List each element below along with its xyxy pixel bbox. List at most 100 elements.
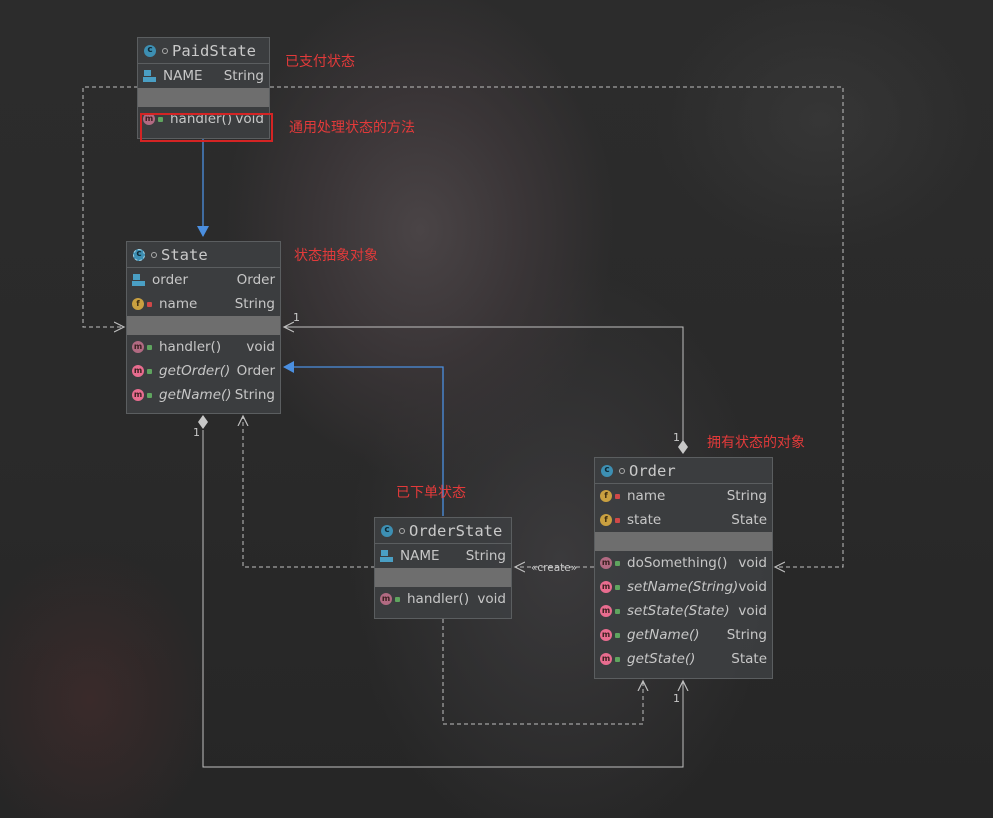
state-has-order — [202, 430, 683, 768]
class-name: Order — [629, 461, 676, 480]
method-name: handler() — [159, 339, 222, 355]
method-type: Order — [236, 363, 275, 379]
annotation-handler-method: 通用处理状态的方法 — [289, 120, 415, 136]
order-has-state — [284, 327, 684, 447]
field-row[interactable]: f name String — [127, 292, 280, 316]
class-name: PaidState — [172, 41, 256, 60]
public-lock-icon — [147, 368, 152, 374]
method-icon: m — [600, 629, 612, 641]
field-row[interactable]: NAME String — [138, 64, 269, 88]
field-name: NAME — [163, 68, 203, 84]
method-name: handler() — [170, 111, 233, 127]
method-row[interactable]: m handler() void — [127, 335, 280, 359]
paidstate-depends-state — [82, 86, 138, 327]
method-icon: m — [132, 365, 144, 377]
multiplicity-label: 1 — [673, 692, 680, 705]
multiplicity-label: 1 — [293, 311, 300, 324]
field-name: state — [627, 512, 662, 528]
class-icon: c — [601, 464, 613, 477]
method-row[interactable]: m getState() State — [595, 647, 772, 671]
private-lock-icon — [615, 493, 620, 499]
method-icon: m — [600, 581, 612, 593]
field-row[interactable]: order Order — [127, 268, 280, 292]
public-lock-icon — [147, 344, 152, 350]
method-row[interactable]: m handler() void — [375, 587, 511, 611]
field-name: name — [159, 296, 198, 312]
composition-diamond-state — [198, 415, 208, 429]
field-row[interactable]: NAME String — [375, 544, 511, 568]
field-icon: f — [600, 514, 612, 526]
field-icon: f — [600, 490, 612, 502]
section-separator — [595, 532, 772, 551]
class-order[interactable]: c Order f name String f state State m do… — [594, 457, 773, 679]
method-icon: m — [143, 113, 155, 125]
field-icon — [132, 274, 145, 286]
public-lock-icon — [615, 560, 620, 566]
method-type: void — [477, 591, 506, 607]
field-type: Order — [236, 272, 275, 288]
field-icon: f — [132, 298, 144, 310]
method-row[interactable]: m getName() String — [595, 623, 772, 647]
field-row[interactable]: f state State — [595, 508, 772, 532]
method-name: getName() — [159, 387, 232, 403]
section-separator — [138, 88, 269, 107]
method-type: void — [738, 603, 767, 619]
class-header: c State — [127, 242, 280, 268]
field-type: String — [234, 296, 275, 312]
multiplicity-label: 1 — [193, 426, 200, 439]
public-lock-icon — [158, 116, 163, 122]
class-header: c Order — [595, 458, 772, 484]
class-state[interactable]: c State order Order f name String m hand… — [126, 241, 281, 414]
class-header: c OrderState — [375, 518, 511, 544]
method-name: setName(String) — [627, 579, 739, 595]
public-lock-icon — [395, 596, 400, 602]
package-visibility-icon — [151, 251, 157, 258]
section-separator — [375, 568, 511, 587]
field-type: String — [465, 548, 506, 564]
method-type: void — [738, 579, 767, 595]
constant-field-icon — [143, 70, 156, 82]
package-visibility-icon — [619, 467, 625, 474]
abstract-method-icon: m — [132, 341, 144, 353]
method-type: void — [738, 555, 767, 571]
private-lock-icon — [615, 517, 620, 523]
method-icon: m — [600, 653, 612, 665]
method-name: setState(State) — [627, 603, 730, 619]
method-row[interactable]: m getOrder() Order — [127, 359, 280, 383]
field-type: State — [731, 512, 767, 528]
public-lock-icon — [615, 656, 620, 662]
method-name: getOrder() — [159, 363, 231, 379]
method-icon: m — [132, 389, 144, 401]
paidstate-depends-order — [270, 86, 844, 567]
private-lock-icon — [147, 301, 152, 307]
method-name: getName() — [627, 627, 700, 643]
field-type: String — [726, 488, 767, 504]
method-row[interactable]: m setState(State) void — [595, 599, 772, 623]
class-icon: c — [144, 44, 156, 57]
highlight-box — [140, 113, 273, 142]
method-row[interactable]: m doSomething() void — [595, 551, 772, 575]
field-row[interactable]: f name String — [595, 484, 772, 508]
method-row[interactable]: m setName(String) void — [595, 575, 772, 599]
method-icon: m — [600, 557, 612, 569]
class-paid-state[interactable]: c PaidState NAME String m handler() void — [137, 37, 270, 139]
method-icon: m — [380, 593, 392, 605]
field-type: String — [223, 68, 264, 84]
field-name: name — [627, 488, 666, 504]
method-name: getState() — [627, 651, 696, 667]
orderstate-depends-state — [243, 416, 375, 568]
method-name: doSomething() — [627, 555, 728, 571]
composition-diamond-order — [678, 440, 688, 454]
method-row[interactable]: m handler() void — [138, 107, 269, 131]
class-icon: c — [381, 524, 393, 537]
class-header: c PaidState — [138, 38, 269, 64]
public-lock-icon — [615, 632, 620, 638]
method-type: String — [234, 387, 275, 403]
method-row[interactable]: m getName() String — [127, 383, 280, 407]
method-type: void — [235, 111, 264, 127]
method-icon: m — [600, 605, 612, 617]
section-separator — [127, 316, 280, 335]
class-order-state[interactable]: c OrderState NAME String m handler() voi… — [374, 517, 512, 619]
method-name: handler() — [407, 591, 470, 607]
